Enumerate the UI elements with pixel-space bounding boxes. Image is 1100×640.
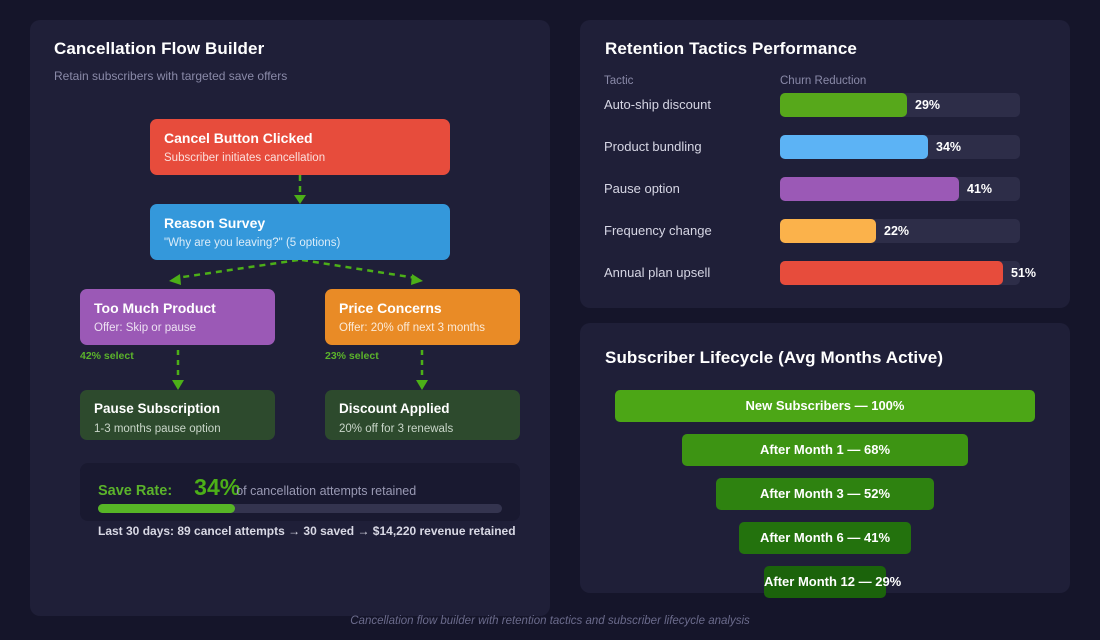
flow-node-pause-subscription[interactable]: Pause Subscription 1-3 months pause opti… [80, 390, 275, 440]
flow-node-desc: 20% off for 3 renewals [339, 423, 454, 435]
save-rate-row: Save Rate: 34% of cancellation attempts … [98, 474, 416, 501]
column-header-churn-reduction: Churn Reduction [780, 75, 867, 87]
save-rate-progress-fill [98, 504, 236, 513]
lifecycle-funnel-row: After Month 1 — 68% [580, 434, 1070, 466]
tactic-name: Annual plan upsell [604, 265, 711, 280]
flow-node-desc: Offer: 20% off next 3 months [339, 322, 485, 334]
flow-node-desc: Offer: Skip or pause [94, 322, 197, 334]
tactic-bar-fill [780, 177, 959, 201]
cancellation-flow-panel: Cancellation Flow Builder Retain subscri… [30, 20, 550, 616]
save-rate-value: 34% [194, 474, 241, 500]
tactic-bar-fill [780, 93, 907, 117]
tactic-bar-track [780, 177, 1020, 201]
edge-label-price-concerns: 23% select [325, 350, 379, 362]
flow-node-price-concerns[interactable]: Price Concerns Offer: 20% off next 3 mon… [325, 289, 520, 345]
tactic-bar-value: 41% [967, 182, 993, 196]
tactic-bar-track [780, 261, 1020, 285]
flow-node-title: Discount Applied [339, 401, 450, 416]
footer-caption: Cancellation flow builder with retention… [350, 615, 750, 627]
tactic-bar-fill [780, 135, 928, 159]
save-rate-box: Save Rate: 34% of cancellation attempts … [80, 463, 520, 521]
save-rate-summary: Last 30 days: 89 cancel attempts → 30 sa… [98, 524, 516, 538]
flow-node-title: Cancel Button Clicked [164, 130, 313, 146]
tactic-bar-value: 22% [884, 224, 910, 238]
lifecycle-funnel-row: New Subscribers — 100% [580, 390, 1070, 422]
save-rate-note: of cancellation attempts retained [236, 484, 417, 498]
tactic-bar-track [780, 219, 1020, 243]
lifecycle-funnel-row: After Month 12 — 29% [580, 566, 1070, 598]
retention-tactics-panel: Retention Tactics Performance [580, 20, 1070, 308]
flow-node-desc: "Why are you leaving?" (5 options) [164, 237, 341, 249]
save-rate-label: Save Rate: [98, 483, 173, 499]
save-rate-progress-track [98, 504, 502, 513]
column-header-tactic: Tactic [604, 75, 634, 87]
tactic-bar-value: 51% [1011, 266, 1037, 280]
flow-node-title: Price Concerns [339, 300, 442, 316]
tactic-bar-fill [780, 219, 876, 243]
flow-node-cancel-button-clicked[interactable]: Cancel Button Clicked Subscriber initiat… [150, 119, 450, 175]
flow-node-desc: Subscriber initiates cancellation [164, 152, 326, 164]
edge-label-too-much-product: 42% select [80, 350, 134, 362]
flow-node-title: Too Much Product [94, 300, 216, 316]
flow-node-too-much-product[interactable]: Too Much Product Offer: Skip or pause [80, 289, 275, 345]
flow-node-reason-survey[interactable]: Reason Survey "Why are you leaving?" (5 … [150, 204, 450, 260]
lifecycle-funnel-bar[interactable]: After Month 3 — 52% [716, 478, 934, 510]
tactic-name: Auto-ship discount [604, 97, 711, 112]
tactic-bar-fill [780, 261, 1003, 285]
tactic-bar-track [780, 135, 1020, 159]
flow-node-discount-applied[interactable]: Discount Applied 20% off for 3 renewals [325, 390, 520, 440]
tactic-bar-value: 34% [936, 140, 962, 154]
tactic-name: Pause option [604, 181, 680, 196]
flow-panel-subtitle: Retain subscribers with targeted save of… [54, 69, 288, 83]
lifecycle-funnel-bar[interactable]: New Subscribers — 100% [615, 390, 1035, 422]
tactic-name: Frequency change [604, 223, 712, 238]
flow-node-title: Reason Survey [164, 215, 266, 231]
tactic-bar-track [780, 93, 1020, 117]
tactics-panel-title: Retention Tactics Performance [605, 39, 857, 58]
lifecycle-funnel-bar[interactable]: After Month 6 — 41% [739, 522, 911, 554]
tactic-name: Product bundling [604, 139, 702, 154]
flow-node-desc: 1-3 months pause option [94, 423, 221, 435]
lifecycle-funnel-row: After Month 3 — 52% [580, 478, 1070, 510]
lifecycle-funnel-bar[interactable]: After Month 1 — 68% [682, 434, 968, 466]
lifecycle-funnel-row: After Month 6 — 41% [580, 522, 1070, 554]
flow-node-title: Pause Subscription [94, 401, 221, 416]
tactic-bar-value: 29% [915, 98, 941, 112]
lifecycle-funnel-bar[interactable]: After Month 12 — 29% [764, 566, 901, 598]
flow-panel-title: Cancellation Flow Builder [54, 39, 265, 58]
lifecycle-panel-title: Subscriber Lifecycle (Avg Months Active) [605, 348, 944, 367]
